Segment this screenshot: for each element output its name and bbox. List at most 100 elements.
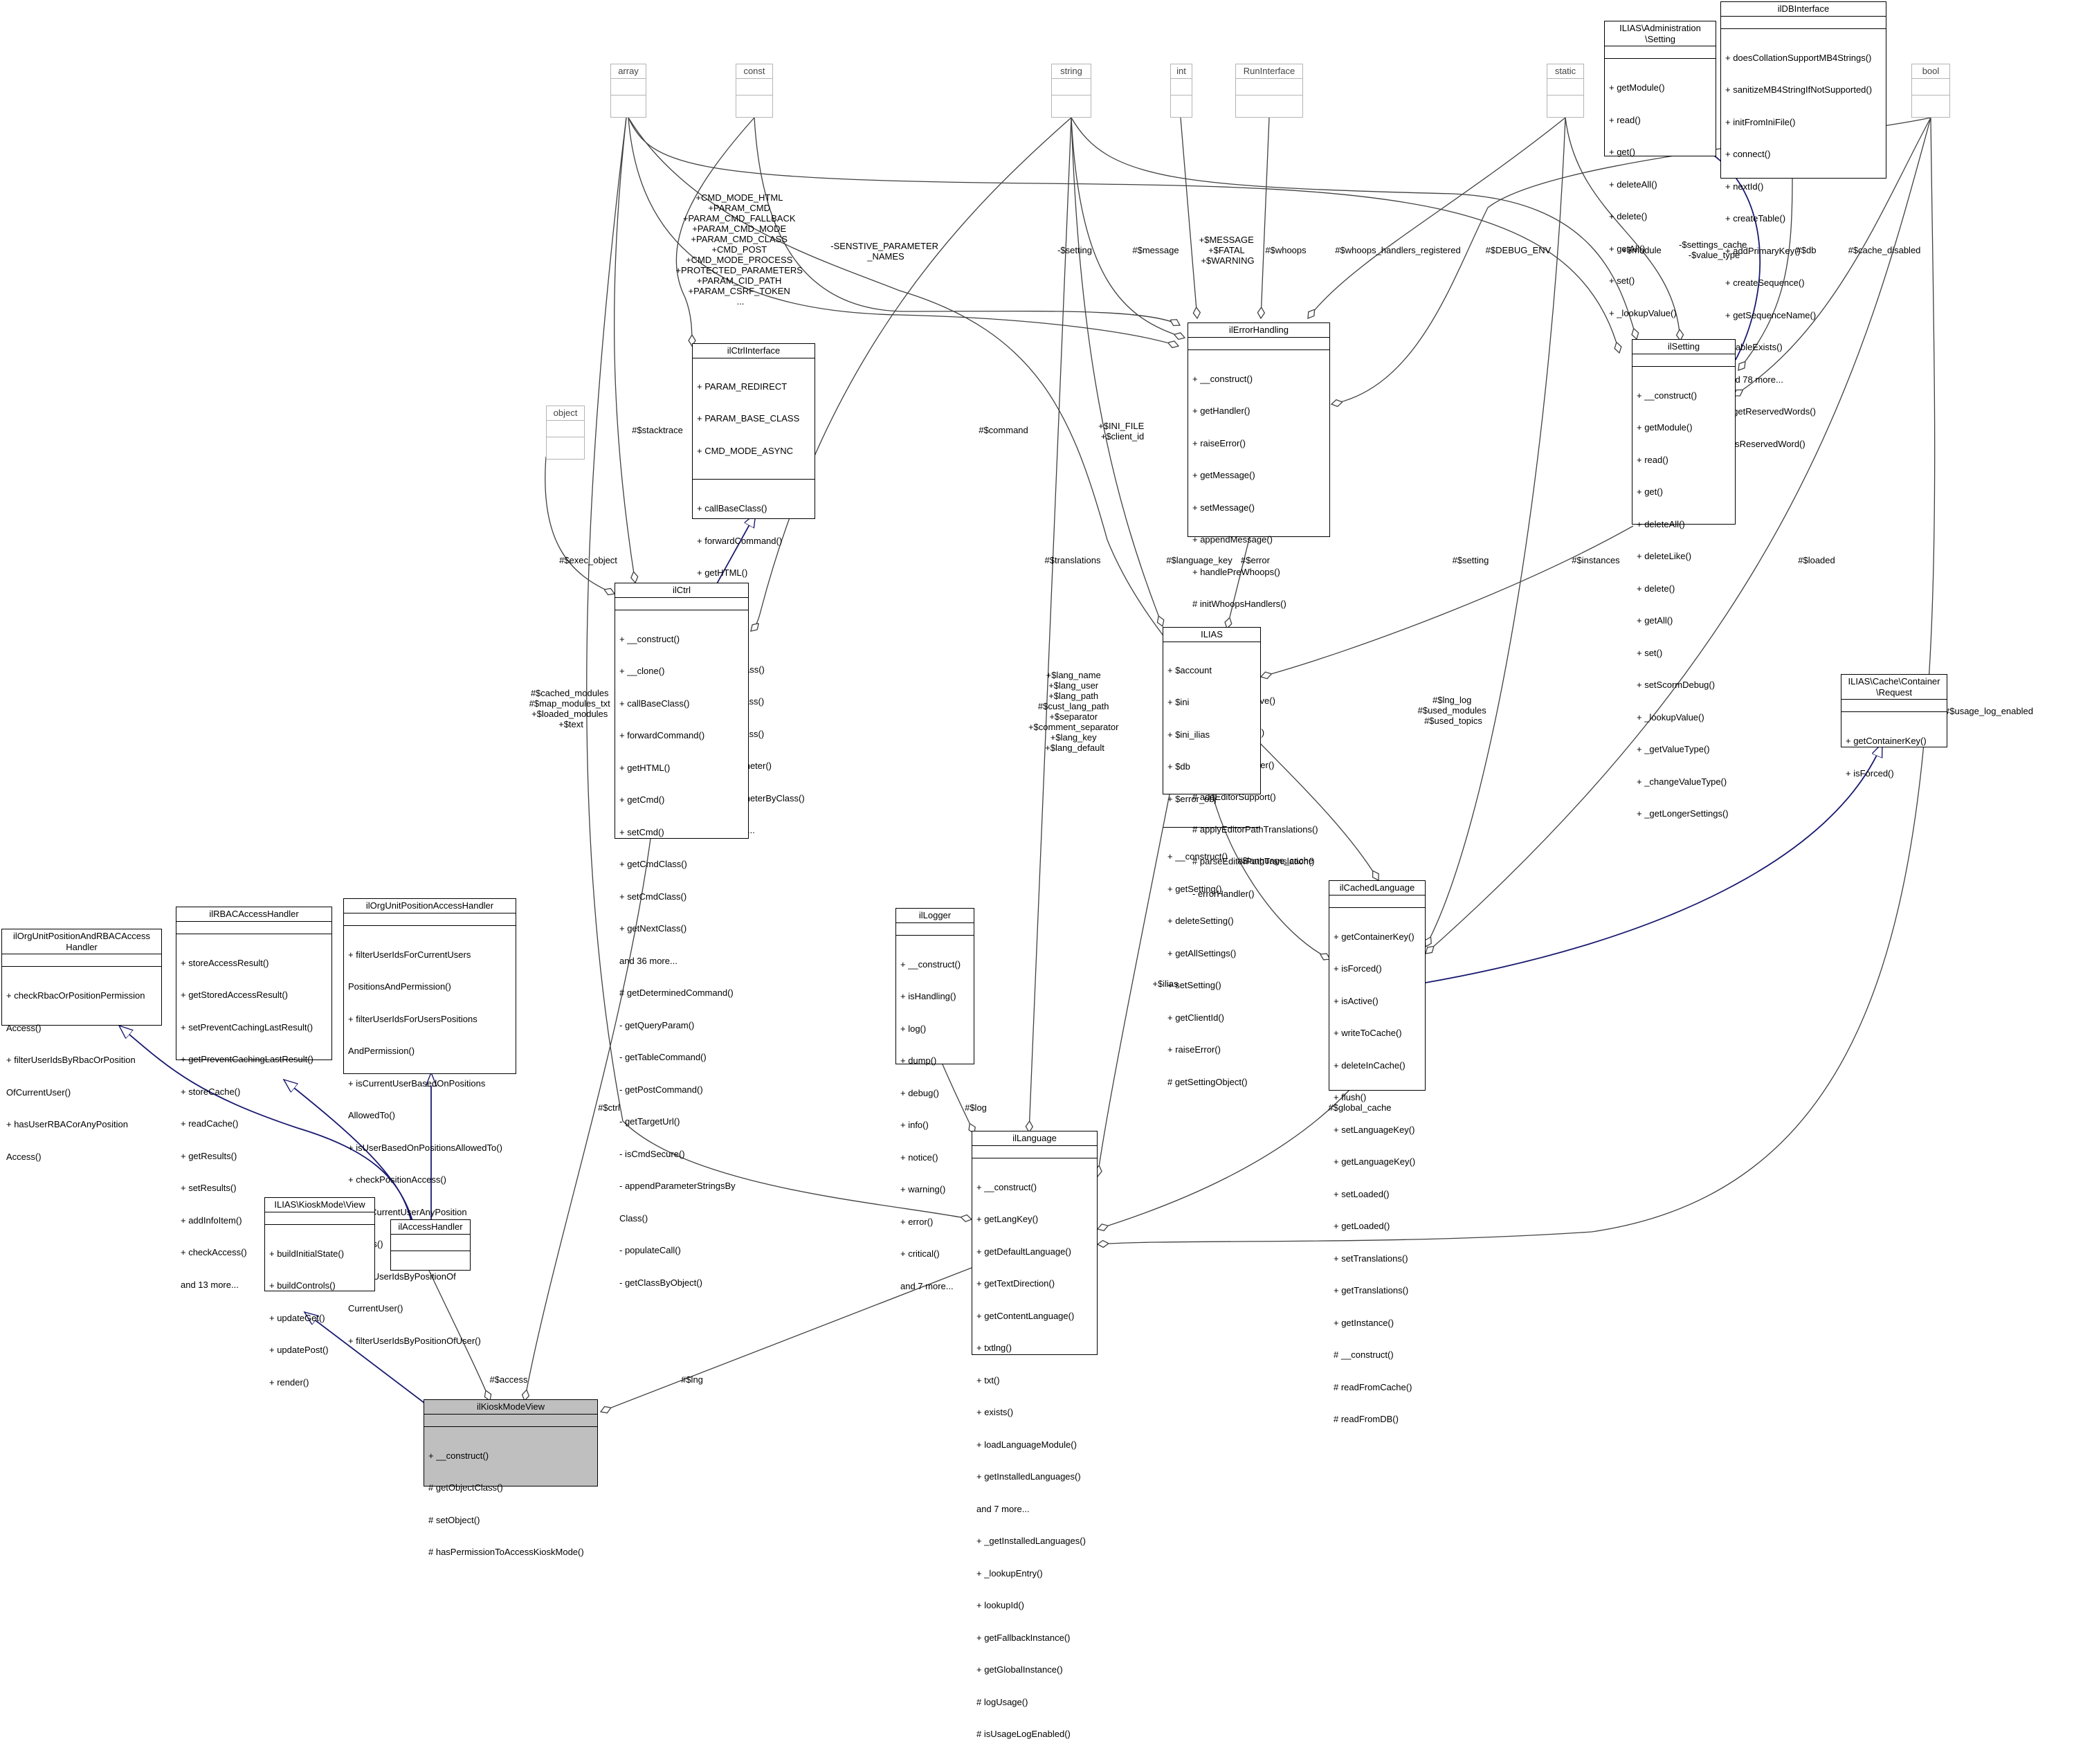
class-operations: + getModule() + read() + get() + deleteA… [1605, 59, 1716, 343]
class-name: const [736, 64, 772, 79]
operation: + getTextDirection() [976, 1278, 1055, 1289]
class-attributes [1605, 46, 1716, 59]
label-lng-log: #$lng_log #$used_modules #$used_topics [1418, 695, 1489, 726]
operation: + _lookupValue() [1637, 711, 1704, 722]
class-name: ilOrgUnitPositionAccessHandler [344, 899, 516, 913]
operation: + getLanguageKey() [1334, 1156, 1416, 1167]
edge-string-errorhandling [1071, 117, 1185, 338]
label-line: +$client_id [1101, 431, 1145, 442]
class-name: static [1547, 64, 1583, 79]
class-illanguage[interactable]: ilLanguage + __construct() + getLangKey(… [972, 1131, 1098, 1739]
operation: + _lookupEntry() [976, 1567, 1043, 1579]
class-operations: + doesCollationSupportMB4Strings() + san… [1721, 29, 1886, 474]
label-error: #$error [1241, 555, 1271, 565]
label-ctrlinterface-consts: +CMD_MODE_HTML +PARAM_CMD +PARAM_CMD_FAL… [675, 192, 805, 307]
operation: + doesCollationSupportMB4Strings() [1725, 52, 1872, 63]
class-operations: + __construct() + __clone() + callBaseCl… [615, 610, 748, 1313]
attribute: + PARAM_REDIRECT [697, 381, 788, 392]
class-illogger[interactable]: ilLogger + __construct() + isHandling() … [895, 908, 974, 1291]
class-kioskmode-view[interactable]: ILIAS\KioskMode\View + buildInitialState… [264, 1197, 375, 1388]
attribute: + $ini_ilias [1167, 729, 1210, 740]
edge-static-errorhandling [1308, 117, 1566, 318]
edge-const-ilctrlinterface [675, 117, 755, 346]
class-string[interactable]: string [1051, 64, 1091, 118]
class-ilcachedlanguage[interactable]: ilCachedLanguage + getContainerKey() + i… [1329, 880, 1426, 1424]
class-cache-container-request[interactable]: ILIAS\Cache\Container \Request + getCont… [1841, 674, 1947, 779]
label-line: #$message [1132, 245, 1179, 255]
class-object[interactable]: object [546, 406, 585, 460]
label-line: -SENSTIVE_PARAMETER [830, 241, 938, 251]
class-ilkioskmodeview[interactable]: ilKioskModeView + __construct() # getObj… [424, 1399, 598, 1557]
class-attributes [1841, 700, 1947, 712]
class-ilaccesshandler[interactable]: ilAccessHandler [390, 1219, 471, 1271]
edge-const-errorhandling [754, 117, 1180, 325]
class-array[interactable]: array [610, 64, 646, 118]
class-ilias[interactable]: ILIAS + $account + $ini + $ini_ilias + $… [1163, 627, 1261, 1087]
label-language-cache: #$language_cache [1237, 855, 1313, 866]
class-operations [1171, 96, 1192, 112]
label-line: +PROTECTED_PARAMETERS [675, 265, 803, 275]
label-line: +PARAM_CMD_CLASS [691, 234, 788, 244]
class-ilctrlinterface[interactable]: ilCtrlInterface + PARAM_REDIRECT + PARAM… [692, 343, 815, 835]
class-administration-setting[interactable]: ILIAS\Administration \Setting + getModul… [1604, 21, 1716, 318]
class-name: ilAccessHandler [391, 1220, 470, 1235]
operation: + filterUserIdsForUsersPositions [348, 1013, 477, 1024]
operation: + _getLongerSettings() [1637, 808, 1729, 819]
operation: # applyEditorPathTranslations() [1192, 824, 1318, 835]
operation: # logUsage() [976, 1696, 1028, 1707]
label-settings-cache: -$settings_cache -$value_type [1679, 239, 1749, 260]
class-attributes [1052, 79, 1091, 96]
label-line: +$lang_name [1046, 670, 1101, 680]
operation: + readCache() [181, 1118, 239, 1129]
label-line: -$setting [1057, 245, 1092, 255]
label-line: +$lang_user [1048, 680, 1099, 691]
class-bool[interactable]: bool [1911, 64, 1950, 118]
edge-ilsetting-ilias [1261, 525, 1634, 677]
class-name: ilDBInterface [1721, 2, 1886, 17]
operation: + setSetting() [1167, 980, 1221, 990]
operation: + getDefaultLanguage() [976, 1246, 1071, 1257]
class-runinterface[interactable]: RunInterface [1235, 64, 1303, 118]
operation: + checkAccess() [181, 1247, 247, 1257]
class-int[interactable]: int [1170, 64, 1192, 118]
edge-int-errorhandling [1180, 117, 1197, 318]
edge-ilias-cachedlang [1212, 794, 1330, 959]
operation: + deleteSetting() [1167, 916, 1234, 926]
operation: + getHTML() [697, 567, 748, 578]
attribute: + $error_obj [1167, 793, 1217, 804]
class-attributes [424, 1415, 597, 1427]
operation: + critical() [900, 1248, 940, 1259]
edge-access-rbac [284, 1080, 414, 1224]
edge-ilctrl-kiosk [525, 838, 651, 1401]
label-line: +$ilias [1152, 979, 1179, 989]
label-line: +$WARNING [1201, 255, 1254, 266]
class-const[interactable]: const [736, 64, 773, 118]
operation: + dump() [900, 1055, 937, 1066]
operation: + filterUserIdsByRbacOrPosition [6, 1055, 136, 1065]
operation: + setLanguageKey() [1334, 1124, 1415, 1135]
label-line: #$whoops_handlers_registered [1335, 245, 1460, 255]
operation: + flush() [1334, 1092, 1367, 1102]
class-ilctrl[interactable]: ilCtrl + __construct() + __clone() + cal… [615, 583, 749, 1288]
operation: + isReservedWord() [1725, 438, 1805, 449]
operation: + getResults() [181, 1150, 237, 1161]
operation: Class() [619, 1212, 648, 1224]
operation: + appendMessage() [1192, 534, 1273, 545]
class-ildbinterface[interactable]: ilDBInterface + doesCollationSupportMB4S… [1720, 1, 1886, 449]
class-ilerrorhandling[interactable]: ilErrorHandling + __construct() + getHan… [1188, 322, 1330, 899]
class-static[interactable]: static [1547, 64, 1584, 118]
attribute: + CMD_MODE_ASYNC [697, 445, 794, 456]
class-ilsetting[interactable]: ilSetting + __construct() + getModule() … [1632, 339, 1736, 819]
class-ilrbacaccesshandler[interactable]: ilRBACAccessHandler + storeAccessResult(… [176, 907, 332, 1290]
operation: + isForced() [1846, 767, 1894, 779]
class-operations: + filterUserIdsForCurrentUsers Positions… [344, 926, 516, 1392]
class-attributes [972, 1146, 1097, 1158]
class-ilorgunitpositionaccesshandler[interactable]: ilOrgUnitPositionAccessHandler + filterU… [343, 898, 516, 1346]
class-attributes [176, 922, 331, 934]
label-line: +$lang_key [1050, 732, 1097, 743]
operation: + get() [1609, 147, 1635, 157]
label-line: +PARAM_CMD_MODE [692, 224, 786, 234]
operation: + getHTML() [619, 762, 671, 773]
class-ilorgunitpositionandrbacaccesshandler[interactable]: ilOrgUnitPositionAndRBACAccess Handler +… [1, 929, 162, 1162]
operation: + connect() [1725, 149, 1771, 159]
